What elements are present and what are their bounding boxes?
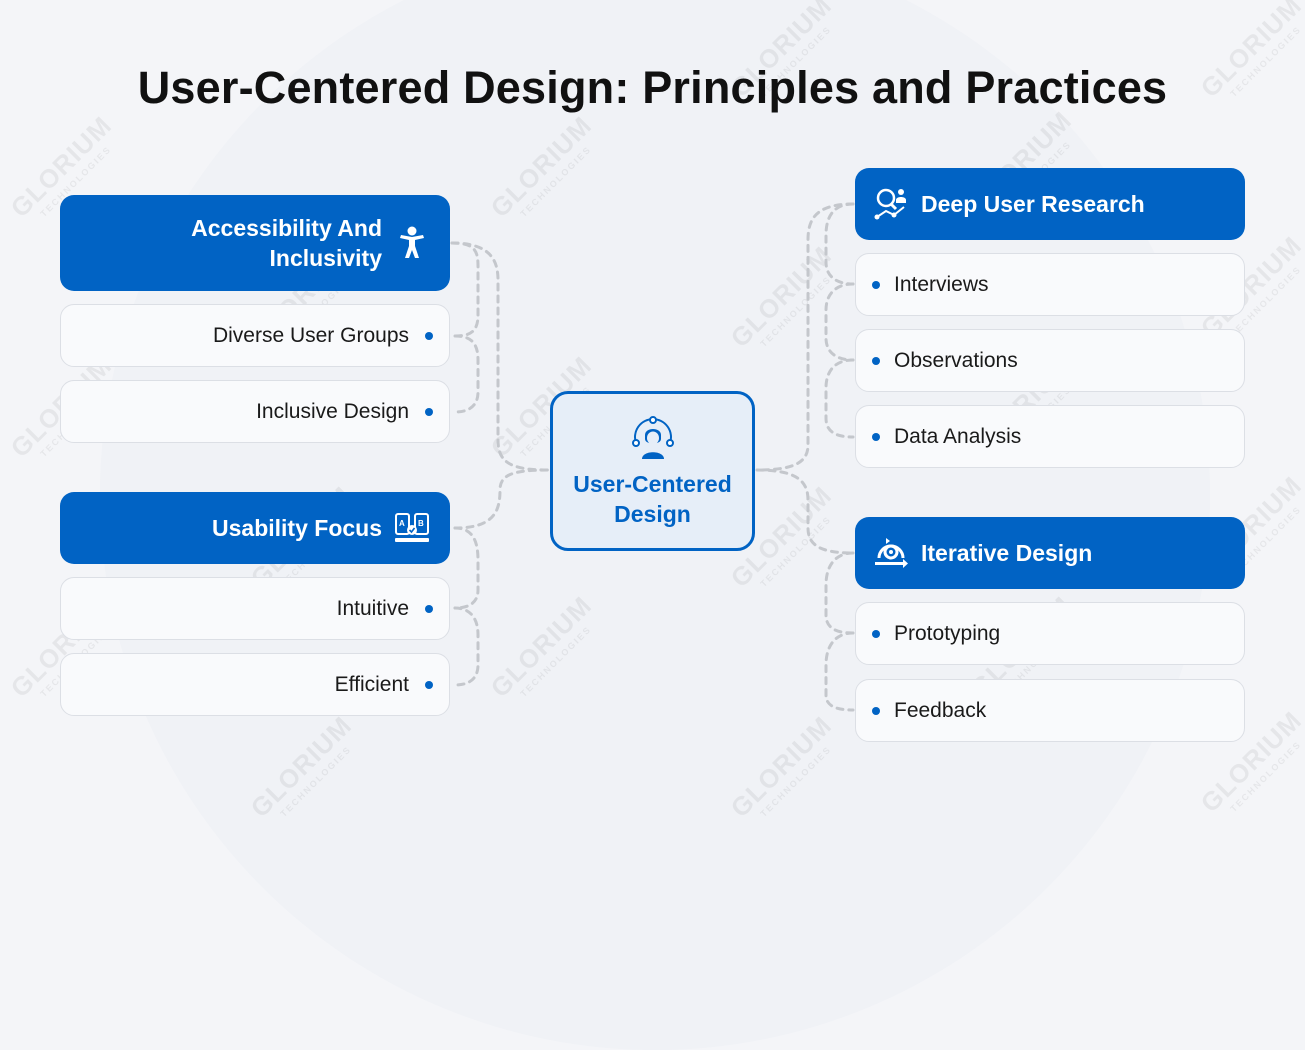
item-label: Prototyping [894,621,1001,645]
svg-text:A: A [399,519,405,528]
item-label: Data Analysis [894,424,1022,448]
bullet-dot [425,604,433,613]
item-label: Observations [894,348,1018,372]
user-orbit-icon [628,413,678,463]
item-label: Diverse User Groups [212,323,409,347]
item-label: Inclusive Design [256,399,409,423]
list-item[interactable]: Interviews [855,253,1245,316]
heading-label: Accessibility And Inclusivity [191,215,382,271]
bullet-dot [872,432,880,441]
heading-usability-focus[interactable]: Usability Focus A B [60,492,450,564]
svg-text:B: B [418,519,424,528]
heading-deep-user-research[interactable]: Deep User Research [855,168,1245,240]
research-magnifier-icon [873,186,909,222]
connector-lines [450,202,855,712]
page-title: User-Centered Design: Principles and Pra… [137,62,1168,113]
item-label: Intuitive [336,596,409,620]
heading-label: Usability Focus [212,515,382,541]
item-label: Interviews [894,272,989,296]
list-item[interactable]: Data Analysis [855,405,1245,468]
bullet-dot [872,280,880,289]
heading-iterative-design[interactable]: Iterative Design [855,517,1245,589]
heading-label: Deep User Research [921,190,1145,217]
heading-label: Iterative Design [921,539,1093,566]
list-item[interactable]: Feedback [855,679,1245,742]
list-item[interactable]: Diverse User Groups [60,304,450,367]
center-label-line2: Design [614,501,691,527]
bullet-dot [872,356,880,365]
iteration-cycle-icon [873,535,909,571]
center-label-line1: User-Centered [573,471,732,497]
item-label: Feedback [894,698,987,722]
bullet-dot [425,331,433,340]
list-item[interactable]: Efficient [60,653,450,716]
center-node[interactable]: User-Centered Design [550,391,755,551]
bullet-dot [425,680,433,689]
heading-accessibility-inclusivity[interactable]: Accessibility And Inclusivity [60,195,450,291]
ab-testing-icon: A B [394,510,430,546]
accessibility-person-icon [394,225,430,261]
bullet-dot [425,407,433,416]
list-item[interactable]: Prototyping [855,602,1245,665]
list-item[interactable]: Intuitive [60,577,450,640]
bullet-dot [872,629,880,638]
item-label: Efficient [334,672,409,696]
bullet-dot [872,706,880,715]
list-item[interactable]: Observations [855,329,1245,392]
list-item[interactable]: Inclusive Design [60,380,450,443]
